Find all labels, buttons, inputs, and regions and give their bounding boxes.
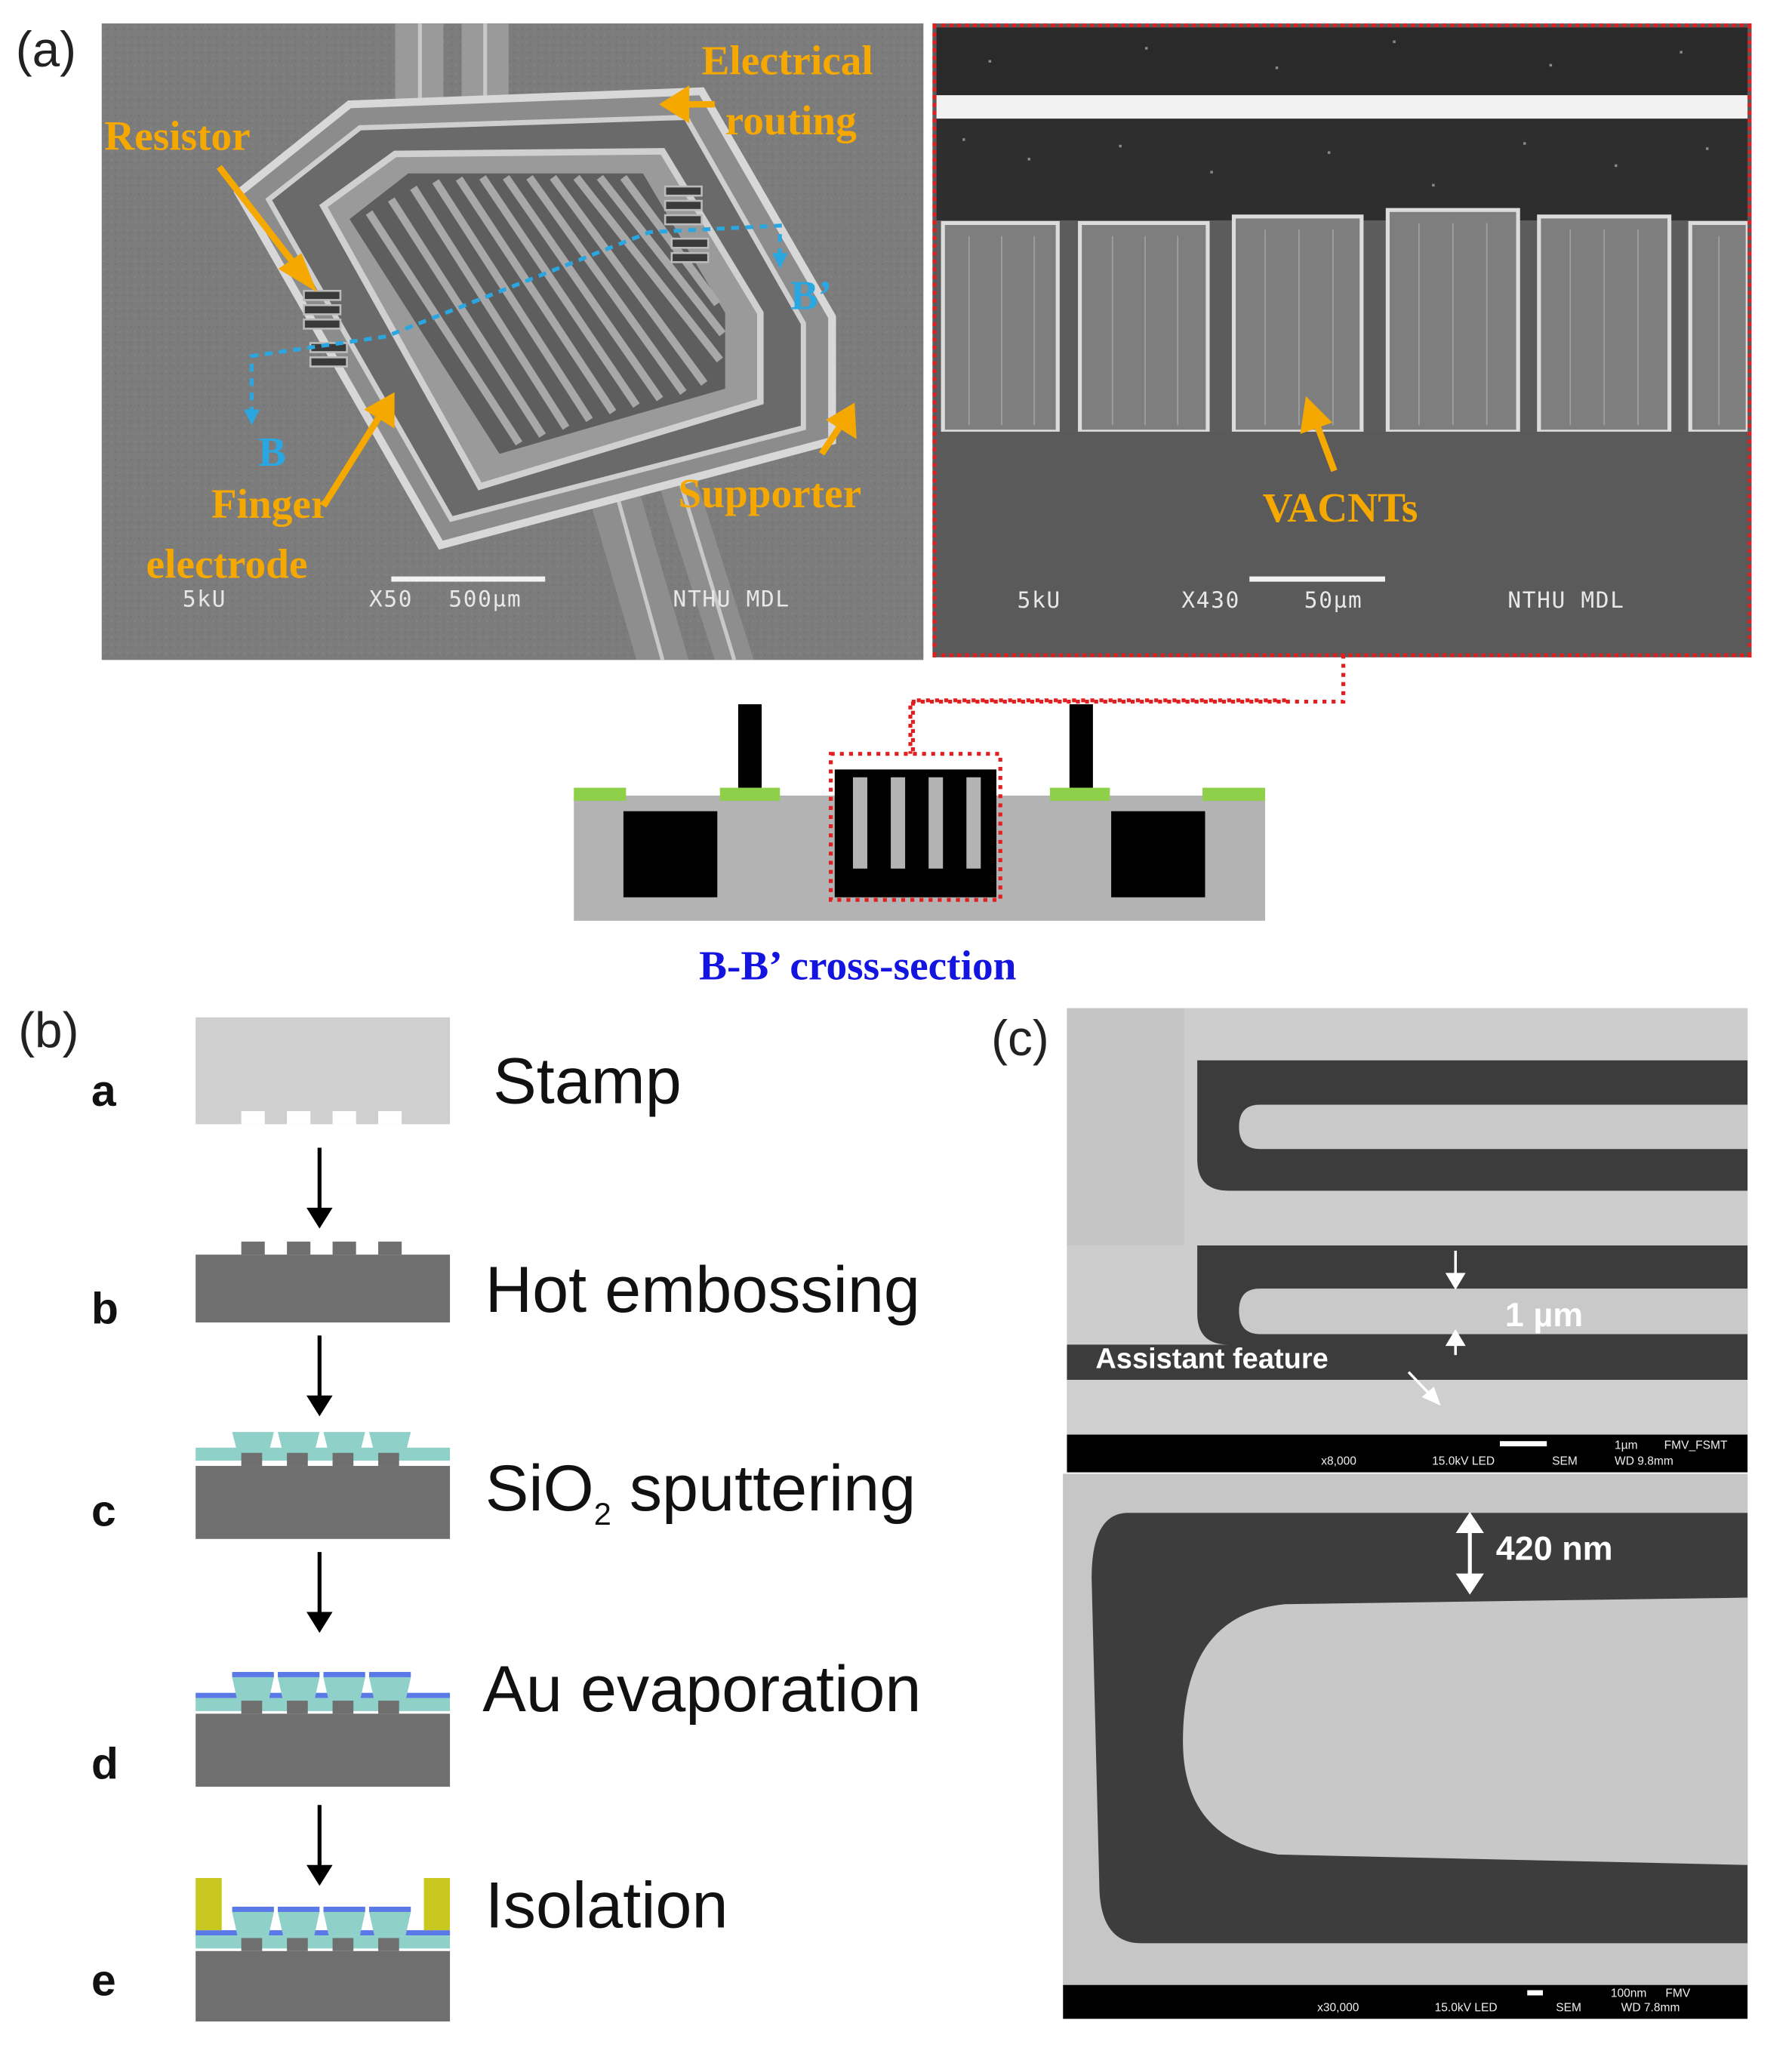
top-mag: x8,000 [1321,1454,1356,1467]
sem-bottom: 420 nm x30,000 15.0kV LED SEM WD 7.8mm 1… [1063,1473,1748,2019]
step-letter-b: b [91,1284,119,1335]
bottom-wd: WD 7.8mm [1621,2000,1680,2014]
step-isolation: Isolation [485,1868,728,1942]
sio2-suffix: sputtering [611,1452,916,1525]
bottom-scale: 100nm [1610,1986,1647,2000]
sem2-scale: 50µm [1304,588,1363,614]
top-volt: 15.0kV LED [1432,1454,1495,1467]
bottom-lab: FMV [1665,1986,1691,2000]
step-letter-d: d [91,1739,119,1790]
top-wd: WD 9.8mm [1615,1454,1673,1467]
bottom-mode: SEM [1556,2000,1581,2014]
process-flow-drawing [196,1017,451,2022]
sem2-lab: NTHU MDL [1507,588,1625,614]
panel-c-label: (c) [991,1011,1049,1067]
bottom-mag: x30,000 [1317,2000,1359,2014]
sem2-voltage: 5kU [1017,588,1061,614]
sem-bottom-drawing [1063,1473,1748,2019]
step-letter-a: a [91,1067,116,1116]
sem-device-overview: Resistor Electrical routing Finger elect… [101,23,924,660]
gap-1um: 1 µm [1504,1295,1584,1335]
label-electrode: electrode [146,540,308,587]
label-finger: Finger [211,479,330,528]
sem-device-drawing [101,23,924,660]
step-hot-embossing: Hot embossing [485,1253,920,1327]
sem-top-drawing [1067,1008,1748,1473]
gap-420nm: 420 nm [1495,1528,1613,1568]
sem-top: 1 µm Assistant feature x8,000 15.0kV LED… [1067,1008,1748,1473]
connector-line [910,698,1292,754]
top-mode: SEM [1552,1454,1578,1467]
cross-section-schematic [574,698,1292,921]
sem1-mag: X50 [368,587,414,614]
sem-vacnt-closeup: VACNTs 5kU X430 50µm NTHU MDL [932,23,1752,657]
sem1-lab: NTHU MDL [673,587,790,614]
panel-b-label: (b) [18,1004,79,1059]
sem1-scale: 500µm [448,587,522,614]
label-resistor: Resistor [104,112,251,159]
label-b: B [258,427,286,475]
step-au-evaporation: Au evaporation [482,1652,922,1726]
top-lab: FMV_FSMT [1664,1438,1728,1452]
sio2-subscript: 2 [593,1497,611,1533]
panel-a-label: (a) [15,23,76,79]
sem2-mag: X430 [1181,588,1241,614]
step-sio2-sputtering: SiO2 sputtering [485,1450,916,1534]
step-stamp: Stamp [493,1044,682,1118]
top-scale: 1µm [1615,1438,1638,1452]
sem1-voltage: 5kU [182,587,227,614]
label-routing: routing [725,96,857,144]
sem-vacnt-drawing [936,27,1748,654]
cross-section-caption: B-B’ cross-section [699,941,1017,989]
sio2-prefix: SiO [485,1452,594,1525]
connector-svg [908,654,1346,754]
assistant-feature: Assistant feature [1095,1341,1329,1375]
step-letter-c: c [91,1486,116,1537]
label-vacnts: VACNTs [1262,484,1418,531]
label-b-prime: B’ [790,271,833,319]
label-supporter: Supporter [678,470,862,517]
label-electrical: Electrical [701,36,873,84]
bottom-volt: 15.0kV LED [1434,2000,1498,2014]
step-letter-e: e [91,1956,116,2006]
